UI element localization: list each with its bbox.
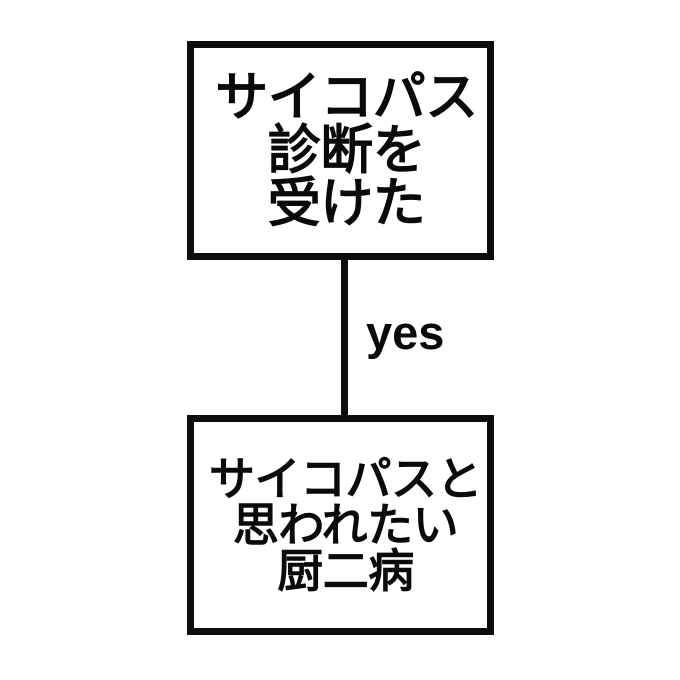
flow-node-outcome-line-2: 思われたい [232,499,459,551]
flow-node-decision-line-3: 受けた [267,174,426,233]
flow-node-outcome-line-3: 厨二病 [277,545,414,597]
flow-edge-connector [341,258,348,417]
flow-node-outcome-line-1: サイコパスと [209,453,483,505]
flow-node-decision[interactable]: サイコパス 診断を 受けた [187,41,494,260]
flow-node-outcome[interactable]: サイコパスと 思われたい 厨二病 [187,415,494,635]
flow-edge-label-yes: yes [366,306,445,359]
flow-node-decision-line-2: 診断を [267,121,426,180]
flow-node-decision-line-1: サイコパス [215,68,478,127]
